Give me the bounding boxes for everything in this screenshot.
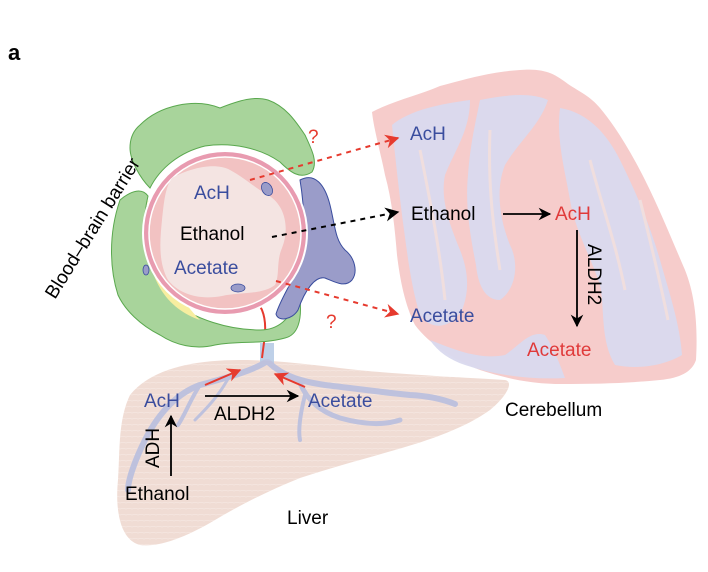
liver-aldh2-label: ALDH2 <box>214 404 275 425</box>
liver-acetate-label: Acetate <box>308 391 372 412</box>
nucleus <box>142 264 150 276</box>
cerebellum-acetate-in-label: Acetate <box>410 306 474 327</box>
acetate-transport-unknown-mark: ? <box>326 312 337 333</box>
ethanol-transport-arrow <box>271 207 400 238</box>
ach-transport-unknown-mark: ? <box>308 127 319 148</box>
liver-outline <box>117 360 510 546</box>
liver-ach-to-vein-arrow <box>204 368 242 386</box>
blood-vessel-illustration <box>111 97 356 348</box>
liver-title: Liver <box>287 508 329 529</box>
cerebellum-ach-product-label: AcH <box>555 204 591 225</box>
vessel-ach-label: AcH <box>194 183 230 204</box>
acetate-transport-arrow <box>275 280 400 318</box>
cerebellum-aldh2-label: ALDH2 <box>583 244 604 305</box>
panel-label: a <box>8 40 21 65</box>
astrocyte-endfeet <box>129 97 315 189</box>
cerebellum-ach-in-label: AcH <box>410 124 446 145</box>
liver-ethanol-label: Ethanol <box>125 484 189 505</box>
liver-adh-label: ADH <box>143 428 164 468</box>
nucleus <box>261 182 273 196</box>
cerebellum-ethanol-label: Ethanol <box>411 204 475 225</box>
liver-acetate-to-vein-arrow <box>273 372 306 388</box>
cerebellum-illustration <box>372 69 697 385</box>
cerebellum-title: Cerebellum <box>505 400 602 421</box>
vessel-lumen <box>160 166 286 298</box>
cerebellum-acetate-product-label: Acetate <box>527 340 591 361</box>
nucleus <box>230 283 246 293</box>
vessel-ethanol-label: Ethanol <box>180 224 244 245</box>
liver-ach-label: AcH <box>144 391 180 412</box>
vessel-acetate-label: Acetate <box>174 258 238 279</box>
